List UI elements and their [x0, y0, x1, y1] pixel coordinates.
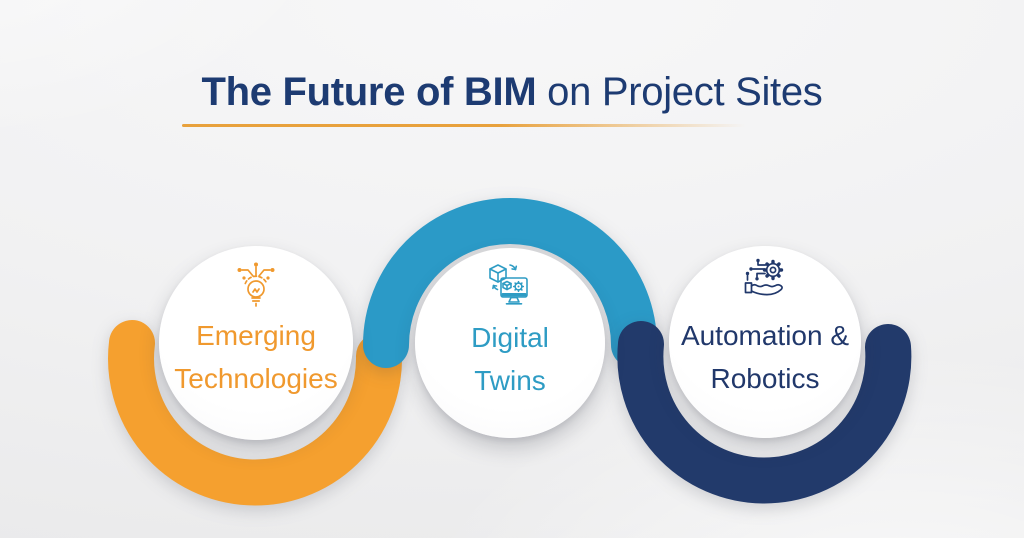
digital-twins-arc: [363, 198, 657, 368]
automation-robotics-arc: [617, 321, 912, 504]
card-digital-twins: Digital Twins: [415, 248, 605, 438]
card-label-line2: Twins: [474, 365, 546, 396]
circuit-lightbulb-icon: [237, 262, 275, 307]
card-label: Digital Twins: [471, 316, 549, 402]
digital-twin-monitor-icon: [489, 264, 528, 305]
page-title-bold: The Future of BIM: [201, 70, 537, 114]
hand-holding-gear-icon: [744, 258, 784, 296]
title-accent-underline: [182, 124, 757, 127]
card-label-line2: Robotics: [710, 363, 820, 394]
card-label-line2: Technologies: [174, 363, 338, 394]
page-title: The Future of BIM on Project Sites: [0, 70, 1024, 114]
emerging-technologies-arc: [108, 320, 403, 506]
card-label-line1: Digital: [471, 322, 549, 353]
card-label: Emerging Technologies: [174, 314, 337, 400]
page-title-regular: on Project Sites: [536, 70, 823, 114]
card-label: Automation & Robotics: [681, 314, 849, 400]
card-label-line1: Automation &: [680, 320, 850, 351]
card-automation-robotics: Automation & Robotics: [669, 246, 861, 438]
card-emerging-technologies: Emerging Technologies: [159, 246, 353, 440]
card-label-line1: Emerging: [196, 320, 316, 351]
